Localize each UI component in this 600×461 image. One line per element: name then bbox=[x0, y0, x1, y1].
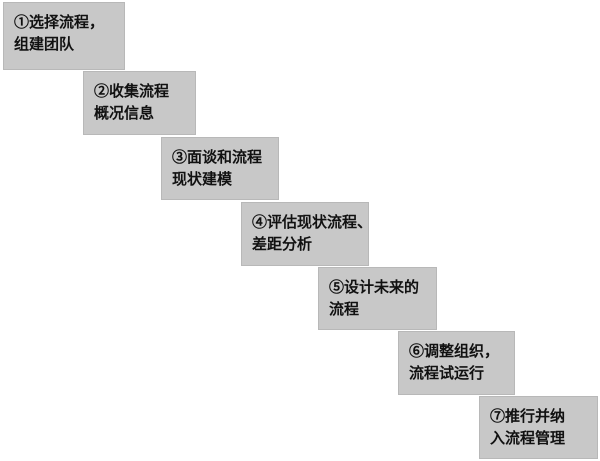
step-2-box: ②收集流程 概况信息 bbox=[83, 71, 196, 135]
step-6-line-2: 流程试运行 bbox=[409, 364, 485, 382]
step-1-box: ①选择流程， 组建团队 bbox=[3, 2, 125, 70]
step-2-line-2: 概况信息 bbox=[94, 104, 155, 122]
step-4-line-2: 差距分析 bbox=[252, 235, 313, 253]
step-5-line-2: 流程 bbox=[329, 300, 360, 318]
step-4-box: ④评估现状流程、 差距分析 bbox=[241, 202, 373, 266]
step-3-line-2: 现状建模 bbox=[172, 170, 233, 188]
step-7-line-1: ⑦推行并纳 bbox=[490, 407, 566, 425]
step-1-line-1: ①选择流程， bbox=[14, 13, 105, 31]
step-2-line-1: ②收集流程 bbox=[94, 82, 170, 100]
step-5-box: ⑤设计未来的 流程 bbox=[318, 267, 437, 330]
step-7-box: ⑦推行并纳 入流程管理 bbox=[479, 396, 598, 459]
step-6-line-1: ⑥调整组织， bbox=[409, 342, 500, 360]
step-7-line-2: 入流程管理 bbox=[490, 429, 566, 447]
step-6-box: ⑥调整组织， 流程试运行 bbox=[398, 331, 515, 395]
step-4-line-1: ④评估现状流程、 bbox=[252, 213, 373, 231]
step-1-line-2: 组建团队 bbox=[14, 35, 75, 53]
step-3-box: ③面谈和流程 现状建模 bbox=[161, 137, 279, 200]
step-5-line-1: ⑤设计未来的 bbox=[329, 278, 420, 296]
step-3-line-1: ③面谈和流程 bbox=[172, 148, 263, 166]
